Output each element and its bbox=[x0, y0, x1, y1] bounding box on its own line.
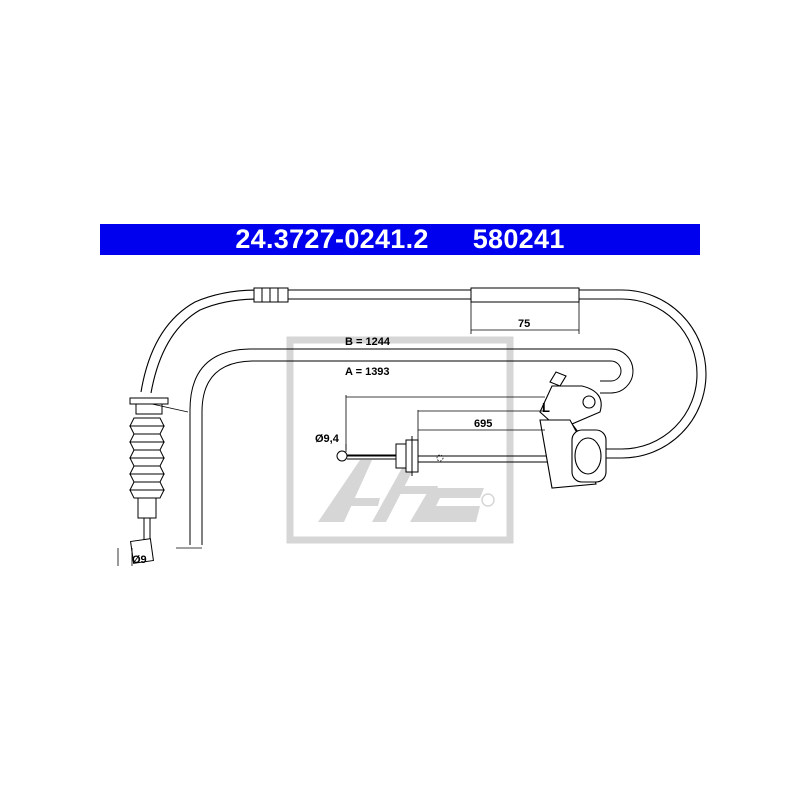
nipple-diameter-label: Ø9 bbox=[132, 554, 147, 566]
dimension-75-label: 75 bbox=[518, 318, 530, 330]
dimension-a bbox=[345, 395, 545, 450]
cable-end-fitting bbox=[336, 436, 419, 476]
end-diameter-label: Ø9,4 bbox=[315, 433, 340, 445]
inner-cable-path bbox=[189, 348, 634, 545]
cable-sheath bbox=[140, 289, 707, 459]
dimension-695-label: 695 bbox=[474, 418, 492, 430]
dimension-75 bbox=[470, 302, 580, 334]
sheath-sleeve bbox=[470, 287, 580, 303]
inner-cable-path-2 bbox=[201, 360, 622, 545]
fitting-center-mark bbox=[436, 454, 444, 462]
cable-boot bbox=[129, 397, 169, 564]
title-banner: 24.3727-0241.2 580241 bbox=[100, 224, 700, 255]
dimension-b-label: B = 1244 bbox=[345, 336, 391, 348]
part-number: 24.3727-0241.2 bbox=[235, 224, 429, 254]
dimension-695 bbox=[417, 410, 545, 440]
left-dimension-lines bbox=[151, 403, 202, 549]
mounting-bracket bbox=[539, 371, 607, 489]
nipple-dimension bbox=[117, 548, 133, 566]
dimension-a-label: A = 1393 bbox=[345, 366, 390, 378]
sheath-ferrule bbox=[253, 287, 289, 303]
reference-number: 580241 bbox=[472, 224, 565, 254]
ate-logo-watermark bbox=[286, 336, 514, 544]
side-marker-label: L bbox=[542, 400, 550, 415]
